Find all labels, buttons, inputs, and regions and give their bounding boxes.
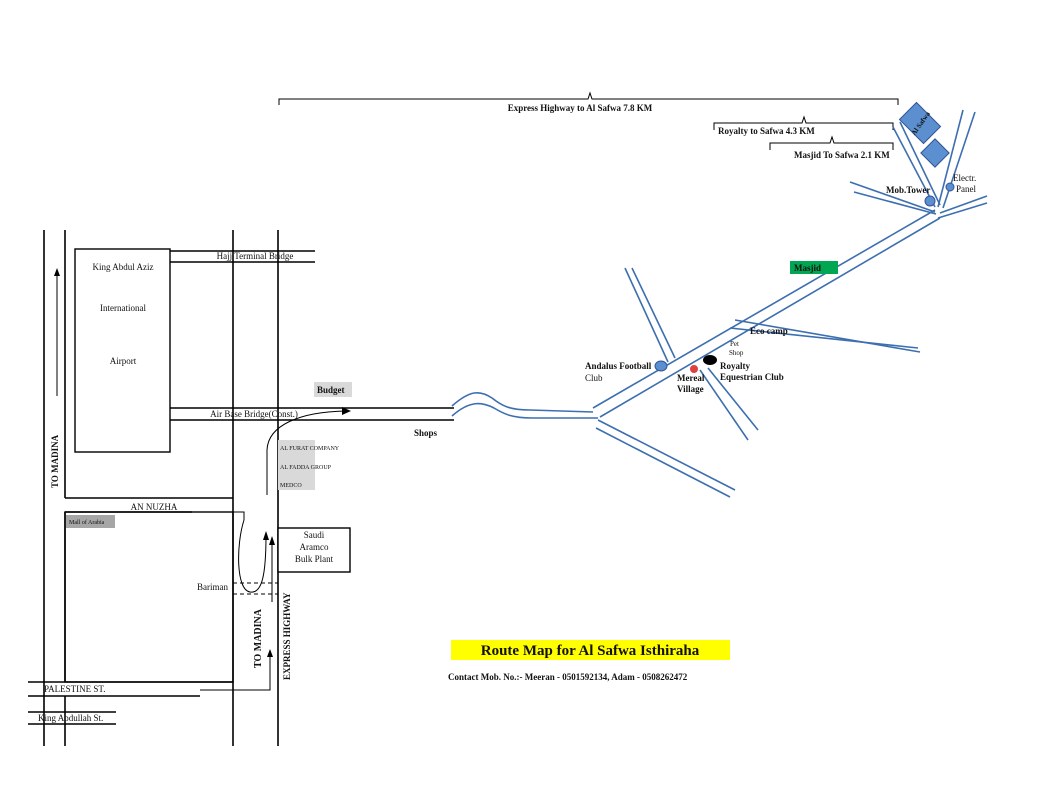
masjid-badge [790, 261, 838, 274]
al-furat-label: AL FURAT COMPANY [280, 446, 340, 452]
king-abdullah-label: King Abdullah St. [38, 713, 103, 723]
an-nuzha-label: AN NUZHA [131, 502, 178, 512]
masjid-label: Masjid [794, 263, 821, 273]
airport-label-2: International [100, 303, 146, 313]
mall-label: Mall of Arabia [69, 519, 105, 526]
mall-badge [66, 515, 115, 528]
express-highway-label: EXPRESS HIGHWAY [282, 592, 292, 680]
andalus-club-icon [654, 360, 668, 372]
al-safwa-building: Al Safwa [898, 101, 950, 168]
company-block [278, 440, 315, 490]
electr-panel-label-1: Electr. [953, 173, 976, 183]
electr-panel-icon [945, 182, 955, 192]
mob-tower-label: Mob.Tower [886, 185, 930, 195]
airport-label-3: Airport [110, 356, 137, 366]
distance-braces [278, 91, 899, 150]
mereal-village-icon [690, 365, 698, 373]
al-fadda-label: AL FADDA GROUP [280, 465, 332, 471]
airport-label-1: King Abdul Aziz [93, 262, 154, 272]
pet-shop-label-2: Shop [729, 349, 744, 357]
aramco-label-1: Saudi [304, 530, 325, 540]
medco-label: MEDCO [280, 483, 302, 489]
title-banner [451, 640, 730, 660]
royalty-club-icon [703, 355, 717, 365]
airport-block [74, 248, 171, 453]
pet-shop-label-1: Pet [730, 340, 739, 348]
mereal-label-1: Mereal [677, 373, 705, 383]
royalty-distance-label: Royalty to Safwa 4.3 KM [718, 126, 815, 136]
mob-tower-icon [924, 195, 936, 207]
masjid-distance-label: Masjid To Safwa 2.1 KM [794, 150, 890, 160]
mereal-label-2: Village [677, 384, 704, 394]
electr-panel-label-2: Panel [956, 184, 976, 194]
shops-label: Shops [414, 428, 438, 438]
budget-badge [314, 382, 352, 397]
blue-roads [451, 109, 988, 498]
royalty-label-2: Equestrian Club [720, 372, 784, 382]
budget-label: Budget [317, 385, 345, 395]
palestine-label: PALESTINE ST. [44, 684, 106, 694]
express-distance-label: Express Highway to Al Safwa 7.8 KM [508, 103, 653, 113]
aramco-label-2: Aramco [300, 542, 329, 552]
contact-line: Contact Mob. No.:- Meeran - 0501592134, … [448, 672, 688, 682]
aramco-label-3: Bulk Plant [295, 554, 334, 564]
to-madina-left-label: TO MADINA [50, 434, 60, 488]
air-base-bridge-label: Air Base Bridge(Const.) [210, 409, 298, 419]
eco-camp-label: Eco camp [750, 326, 788, 336]
mall-block [64, 511, 234, 683]
andalus-label-1: Andalus Football [585, 361, 652, 371]
route-arrows [54, 268, 351, 657]
to-madina-mid-label: TO MADINA [253, 608, 264, 668]
map-title: Route Map for Al Safwa Isthiraha [481, 643, 700, 659]
aramco-block [277, 527, 351, 573]
bariman-label: Bariman [197, 582, 228, 592]
royalty-label-1: Royalty [720, 361, 750, 371]
andalus-label-2: Club [585, 373, 603, 383]
hajj-bridge-label: Hajj Terminal Bridge [217, 251, 294, 261]
